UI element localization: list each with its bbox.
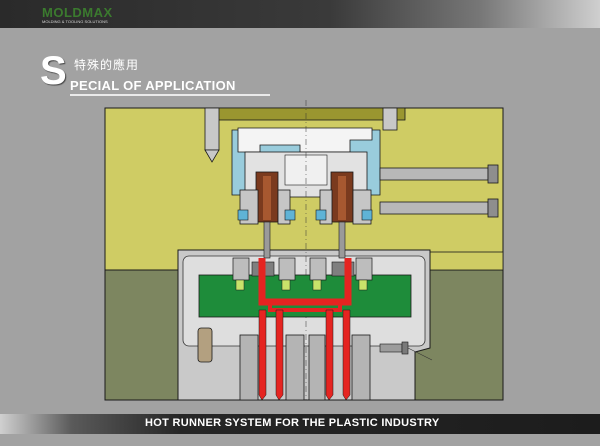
locating-pins [235, 279, 368, 291]
bolt-left [204, 107, 220, 151]
bottom-banner [0, 414, 600, 434]
dowel-pin [197, 327, 213, 363]
footer-caption: HOT RUNNER SYSTEM FOR THE PLASTIC INDUST… [145, 417, 440, 429]
english-title: PECIAL OF APPLICATION [70, 78, 236, 93]
thermocouple-fitting [379, 341, 433, 361]
melt-drops [258, 309, 351, 401]
chinese-title: 特殊的應用 [74, 58, 140, 72]
brand-tagline: MOLDING & TOOLING SOLUTIONS [42, 19, 108, 24]
cooling-plug-lower [487, 198, 499, 218]
drop-housings [239, 334, 371, 401]
plate-step [429, 251, 504, 271]
top-banner [0, 0, 600, 28]
nozzle-core-right [338, 176, 346, 220]
title-initial: S [40, 49, 67, 93]
melt-channel-inner [268, 302, 342, 312]
cooling-bore-upper [379, 167, 489, 181]
top-clamp [214, 107, 406, 121]
melt-channel-main [258, 258, 352, 306]
nozzle-core-left [263, 176, 271, 220]
cooling-bore-lower [379, 201, 489, 215]
bolt-right [382, 107, 398, 131]
bolt-left-tip [204, 149, 220, 163]
retainer-2 [284, 209, 296, 221]
retainer-3 [315, 209, 327, 221]
retainer-1 [237, 209, 249, 221]
moldmax-logo: MOLDMAX MOLDING & TOOLING SOLUTIONS [42, 5, 128, 25]
cooling-plug-upper [487, 164, 499, 184]
retainer-4 [361, 209, 373, 221]
nozzle-stem-left [263, 221, 271, 259]
brand-name: MOLDMAX [42, 5, 113, 20]
title-underline [70, 94, 270, 96]
nozzle-stem-right [338, 221, 346, 259]
